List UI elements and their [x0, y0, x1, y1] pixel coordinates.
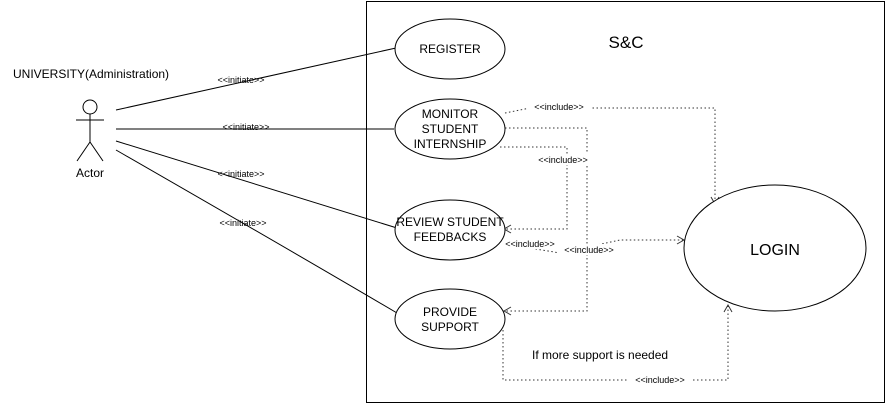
use-case-login: LOGIN [683, 184, 867, 312]
monitor-ellipse [394, 98, 506, 160]
login-label: LOGIN [750, 242, 800, 259]
monitor-label-line-2: STUDENT [422, 122, 479, 136]
actor-left-leg [76, 141, 91, 162]
system-title: S&C [609, 33, 644, 52]
review-label-line-1: REVIEW STUDENT [396, 215, 504, 229]
include-monitor-support [505, 127, 588, 312]
review-label-line-2: FEEDBACKS [414, 230, 487, 244]
association-review [115, 140, 398, 229]
association-register [115, 47, 397, 111]
review-ellipse [394, 199, 506, 261]
label-bg-include-support-login [628, 374, 692, 385]
use-case-monitor-student-internship: MONITOR STUDENT INTERNSHIP [394, 98, 506, 160]
label-include-monitor-support: <<include>> [564, 245, 614, 255]
register-label: REGISTER [419, 42, 481, 56]
association-support [115, 149, 398, 314]
label-bg-include-monitor-review [531, 154, 595, 165]
login-ellipse [683, 184, 867, 312]
include-support-login [502, 306, 729, 381]
label-include-monitor-login: <<include>> [534, 102, 584, 112]
support-label-line-1: PROVIDE [423, 305, 477, 319]
label-include-support-login: <<include>> [635, 375, 685, 385]
use-case-review-student-feedbacks: REVIEW STUDENT FEEDBACKS [394, 199, 506, 261]
include-monitor-support-arrow [502, 306, 512, 316]
include-monitor-review [500, 146, 568, 230]
support-ellipse [394, 288, 506, 350]
use-case-provide-support: PROVIDE SUPPORT [394, 288, 506, 350]
actor-role-label: UNIVERSITY(Administration) [13, 67, 169, 81]
actor-head [82, 99, 98, 115]
support-label-line-2: SUPPORT [421, 320, 479, 334]
label-initiate-register: <<initiate>> [217, 75, 264, 85]
label-bg-include-monitor-support [558, 244, 620, 255]
label-bg-include-review-login [499, 238, 561, 249]
use-case-register: REGISTER [394, 18, 506, 80]
actor-right-leg [89, 141, 104, 162]
include-monitor-login [504, 107, 716, 203]
label-include-monitor-review: <<include>> [538, 155, 588, 165]
label-initiate-monitor: <<initiate>> [222, 122, 269, 132]
register-ellipse [394, 18, 506, 80]
label-initiate-support: <<initiate>> [219, 218, 266, 228]
label-bg-include-monitor-login [527, 101, 591, 112]
monitor-label-line-3: INTERNSHIP [414, 137, 487, 151]
include-review-login-arrow [676, 235, 686, 245]
label-initiate-review: <<initiate>> [217, 169, 264, 179]
include-support-login-arrow [723, 303, 733, 313]
actor-name: Actor [76, 166, 104, 180]
support-condition-note: If more support is needed [532, 348, 668, 362]
label-include-review-login: <<include>> [505, 239, 555, 249]
actor-figure [76, 99, 104, 162]
monitor-label-line-1: MONITOR [422, 107, 479, 121]
system-boundary [366, 1, 885, 403]
